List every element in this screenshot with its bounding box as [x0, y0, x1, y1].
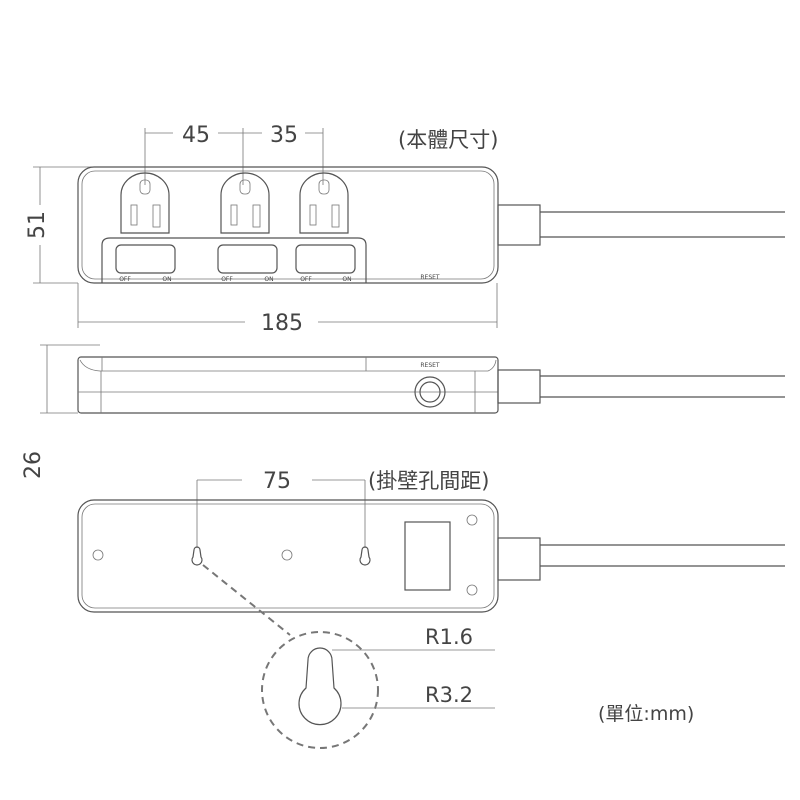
back-view: 75 (掛壁孔間距) R1.6 R3.2: [77, 469, 785, 749]
dim-185: 185: [261, 311, 303, 336]
switch-2-on-label: ON: [264, 276, 273, 283]
dim-35: 35: [270, 123, 298, 148]
unit-note: (單位:mm): [598, 703, 694, 725]
switch-1-on-label: ON: [162, 276, 171, 283]
switch-3-on-label: ON: [342, 276, 351, 283]
top-view: 45 35 (本體尺寸) 51 185 OFF ON OFF ON OFF ON…: [25, 123, 785, 336]
side-reset-label: RESET: [420, 362, 440, 369]
reset-label: RESET: [420, 274, 440, 281]
dim-75: 75: [263, 469, 291, 494]
dim-26: 26: [21, 451, 46, 479]
switch-1-off-label: OFF: [119, 276, 131, 283]
body-size-caption: (本體尺寸): [398, 128, 498, 152]
switch-3-off-label: OFF: [300, 276, 312, 283]
dim-45: 45: [182, 123, 210, 148]
switch-2-off-label: OFF: [221, 276, 233, 283]
side-view: 26 RESET: [21, 344, 785, 479]
outlets: [120, 172, 349, 234]
dim-51: 51: [25, 211, 50, 239]
hole-spacing-caption: (掛壁孔間距): [368, 469, 489, 493]
radius-large-label: R3.2: [425, 683, 473, 707]
radius-small-label: R1.6: [425, 625, 473, 649]
